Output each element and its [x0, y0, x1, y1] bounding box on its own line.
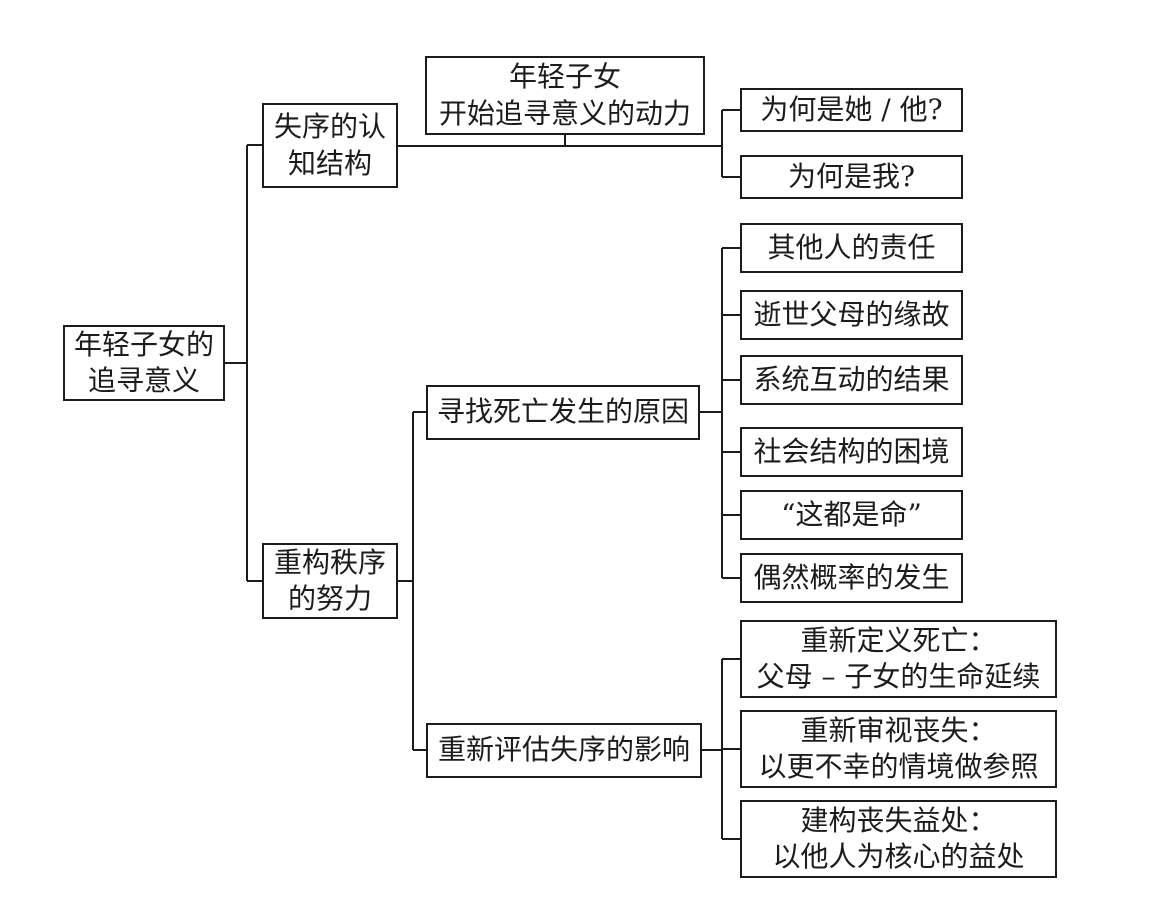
node-reassess-disorder-impact: 重新评估失序的影响 — [426, 723, 702, 778]
node-reason-random-chance: 偶然概率的发生 — [740, 553, 963, 603]
node-construct-loss-benefit: 建构丧失益处： 以他人为核心的益处 — [740, 800, 1057, 878]
node-why-me: 为何是我? — [740, 155, 963, 199]
node-why-her-him: 为何是她 / 他? — [740, 88, 963, 132]
node-rebuild-order-effort: 重构秩序 的努力 — [262, 543, 398, 619]
node-reason-system-interaction: 系统互动的结果 — [740, 355, 963, 405]
node-root: 年轻子女的 追寻意义 — [63, 325, 225, 401]
node-review-loss: 重新审视丧失： 以更不幸的情境做参照 — [740, 710, 1057, 788]
node-reason-social-structure: 社会结构的困境 — [740, 427, 963, 477]
node-redefine-death: 重新定义死亡： 父母 – 子女的生命延续 — [740, 620, 1057, 698]
node-reason-deceased-parents: 逝世父母的缘故 — [740, 290, 963, 340]
connector-lines — [225, 109, 740, 840]
node-motivation-to-seek-meaning: 年轻子女 开始追寻意义的动力 — [425, 56, 705, 135]
node-reason-others-responsibility: 其他人的责任 — [740, 223, 963, 273]
node-disorder-cognitive-structure: 失序的认 知结构 — [262, 103, 398, 188]
node-reason-fate: “这都是命” — [740, 490, 963, 540]
node-find-cause-of-death: 寻找死亡发生的原因 — [426, 385, 700, 440]
